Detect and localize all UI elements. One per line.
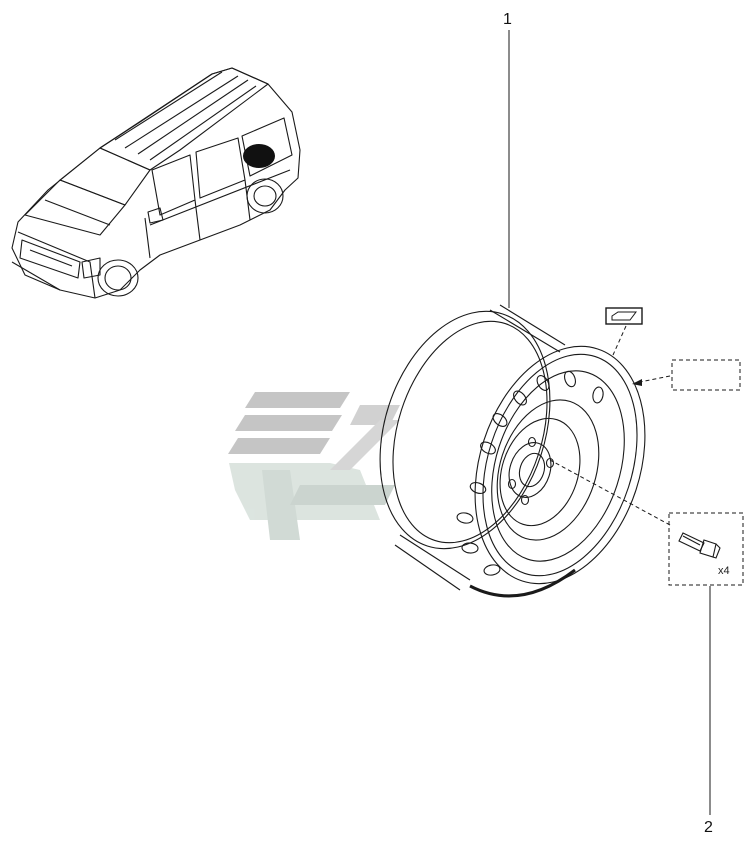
bolt-quantity-label: x4 <box>718 565 730 577</box>
label-symbol <box>605 307 643 356</box>
dashed-reference-box <box>632 359 741 391</box>
vehicle-illustration <box>11 67 301 299</box>
wheel-rim <box>379 304 646 591</box>
watermark-logo <box>228 392 400 540</box>
spare-wheel-location-marker <box>243 144 275 168</box>
callout-1-label: 1 <box>503 11 512 28</box>
callout-2-label: 2 <box>704 819 713 836</box>
rim-shadow <box>469 568 576 598</box>
wheel-bolt-icon <box>678 532 721 559</box>
wheel-bolt-box <box>549 459 744 586</box>
